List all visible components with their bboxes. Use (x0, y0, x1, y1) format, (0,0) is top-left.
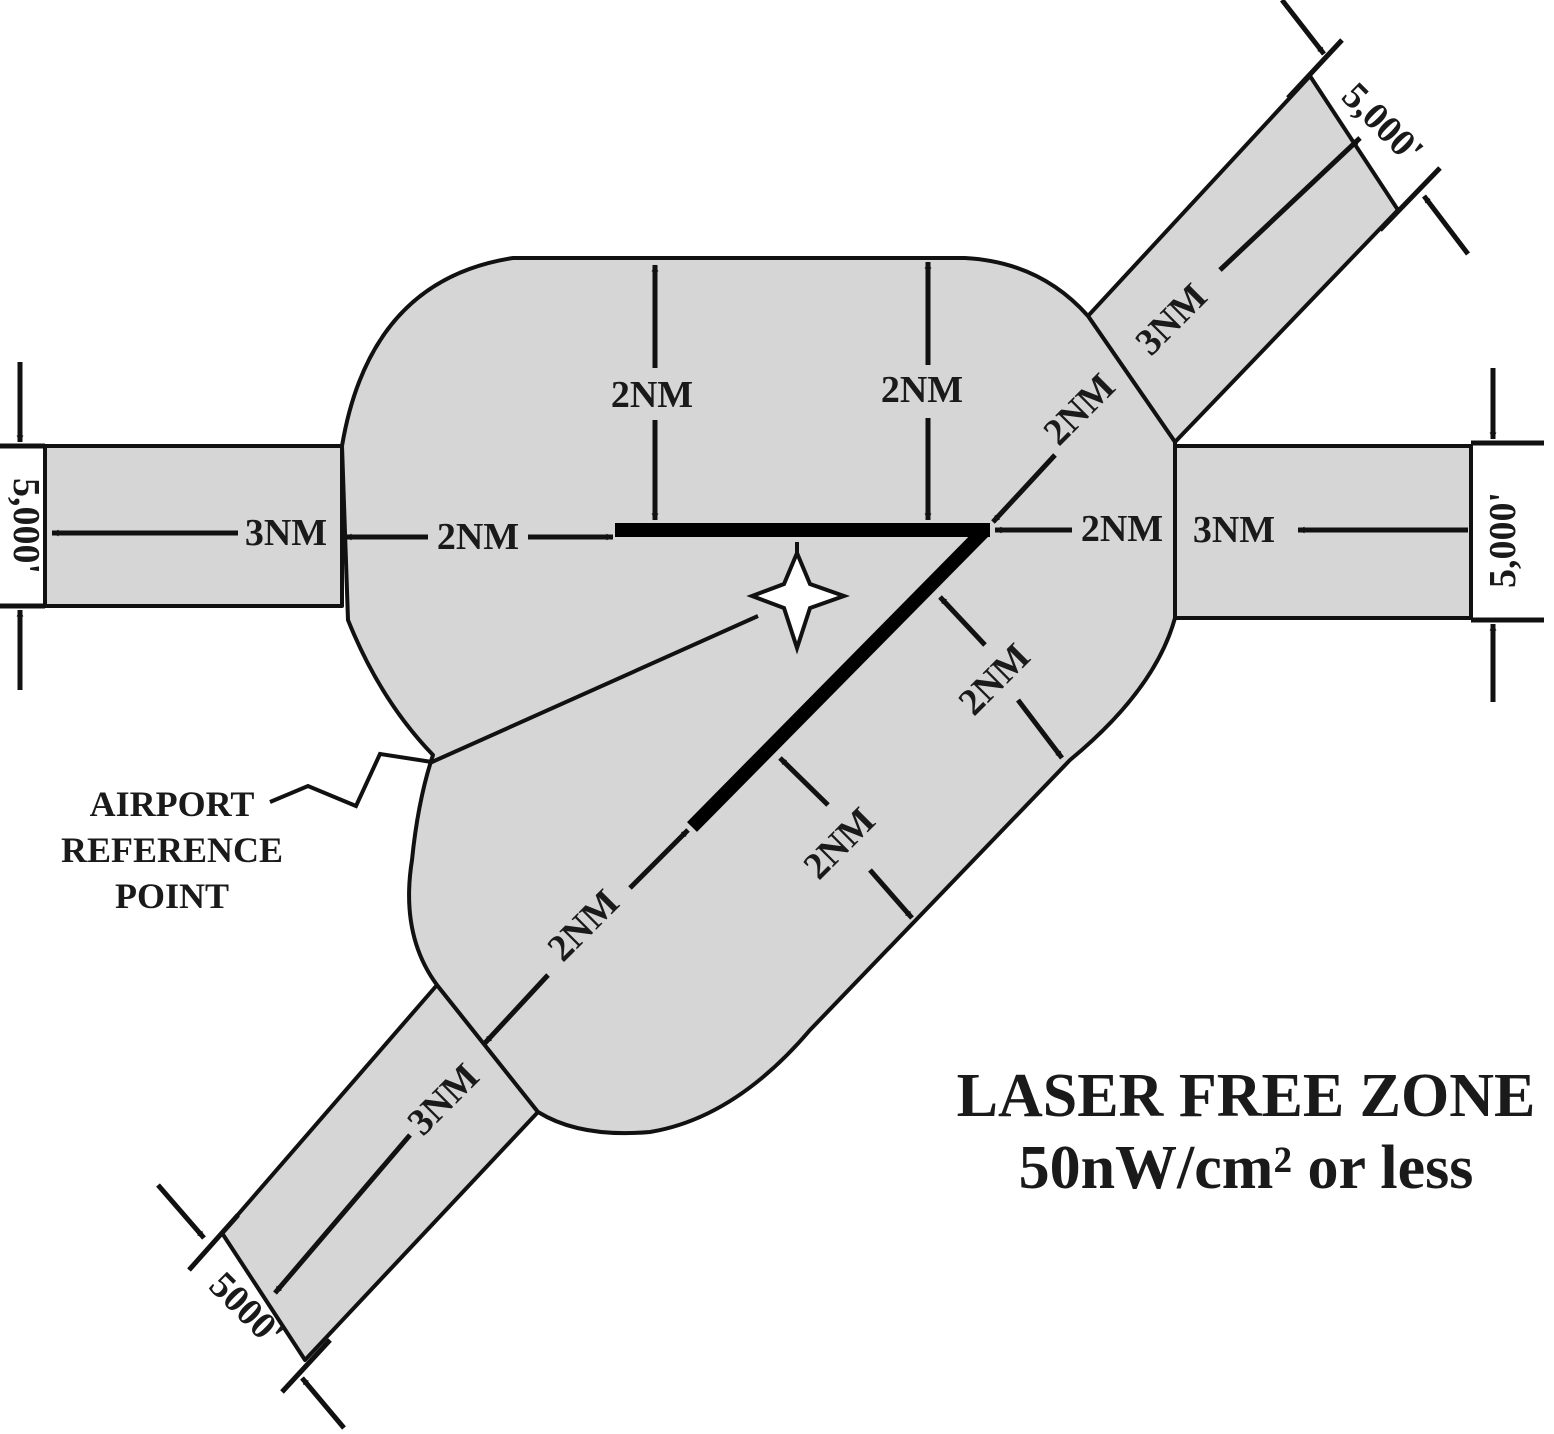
runway-diagonal (687, 525, 990, 832)
dimension-arrows (51, 136, 1468, 1295)
diagram-title: LASER FREE ZONE 50nW/cm² or less (957, 1062, 1536, 1202)
label-west-3nm: 3NM (245, 512, 327, 554)
arp-label: AIRPORT REFERENCE POINT (61, 784, 283, 916)
arrow-ne-3nm (1218, 136, 1362, 272)
arp-label-line3: POINT (115, 876, 229, 916)
arrow-se-2nm-b-up (778, 756, 830, 807)
main-zone-blob (340, 256, 1177, 1136)
laser-free-zone-area (43, 74, 1473, 1362)
label-west-width: 5,000' (5, 478, 47, 574)
label-west-2nm: 2NM (437, 516, 519, 558)
arrow-se-2nm-a-up (938, 595, 987, 647)
arrow-sw-2nm-down (483, 973, 550, 1045)
label-east-2nm: 2NM (1081, 508, 1163, 550)
runways (615, 523, 990, 832)
arrow-se-2nm-a-down (1016, 698, 1064, 760)
arp-label-line1: AIRPORT (90, 784, 255, 824)
label-north-2nm-a: 2NM (611, 374, 693, 416)
airport-reference-point-icon (746, 547, 851, 655)
west-extension (43, 444, 344, 608)
arp-leader-line (269, 614, 759, 809)
arp-label-line2: REFERENCE (61, 830, 283, 870)
label-north-2nm-b: 2NM (881, 369, 963, 411)
arrow-ne-2nm (991, 453, 1057, 524)
title-line1: LASER FREE ZONE (957, 1062, 1536, 1130)
arrow-sw-3nm (273, 1133, 412, 1295)
title-line2: 50nW/cm² or less (1019, 1134, 1474, 1202)
label-east-width: 5,000' (1482, 492, 1524, 588)
arrow-se-2nm-b-down (868, 868, 914, 920)
label-east-3nm: 3NM (1193, 509, 1275, 551)
arrow-sw-2nm-up (628, 828, 690, 890)
